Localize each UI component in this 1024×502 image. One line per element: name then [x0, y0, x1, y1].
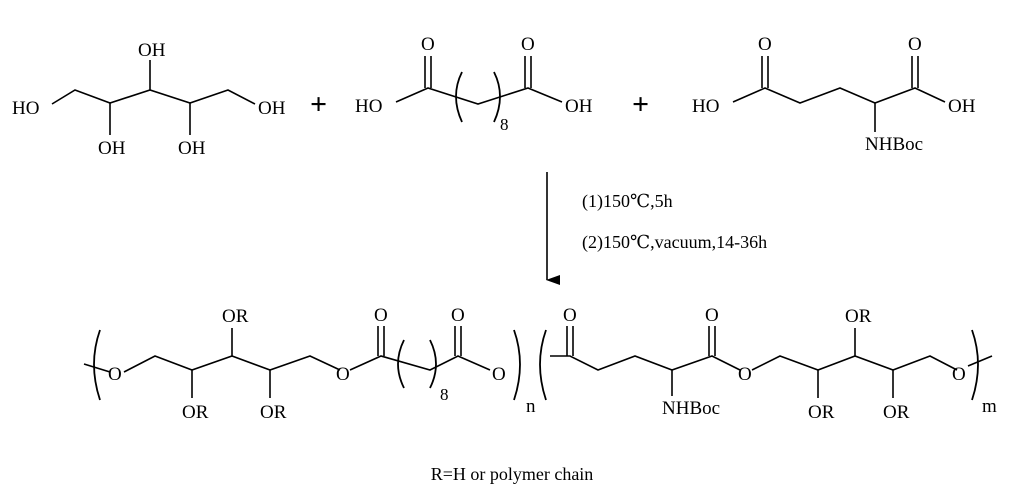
boc-glutamic-acid-structure: O O HO OH NHBoc	[692, 34, 976, 155]
polymer-carbonyl-o-3: O	[563, 305, 577, 326]
polymer-product-structure: O OR OR OR O O O 8 O n O O NHBoc O	[83, 305, 997, 423]
polymer-or-bottom-2: OR	[260, 402, 287, 423]
glutamic-carbonyl-o-2: O	[908, 34, 922, 55]
xylitol-oh-bottom-2: OH	[178, 138, 206, 159]
glutamic-nhboc: NHBoc	[865, 134, 923, 155]
polymer-ester-o-3: O	[738, 364, 752, 385]
polymer-bracket-m-right	[971, 329, 979, 401]
polymer-bracket-outer-left	[93, 329, 101, 401]
xylitol-ho-left: HO	[12, 98, 39, 119]
polymer-sebacate-bracket-left	[397, 339, 405, 389]
polymer-ester-o-2: O	[492, 364, 506, 385]
polymer-sebacate-unit	[349, 355, 491, 371]
xylitol-backbone	[51, 89, 256, 105]
polymer-ester-o-1: O	[336, 364, 350, 385]
polymer-sebacate-bracket-right	[429, 339, 437, 389]
sebacic-carbonyl-o-2: O	[521, 34, 535, 55]
condition-step-1: (1)150℃,5h	[582, 191, 673, 212]
polymer-or-bottom-1: OR	[182, 402, 209, 423]
polymer-ether-o-left: O	[108, 364, 122, 385]
polymer-carbonyl-o-2: O	[451, 305, 465, 326]
polymer-or-bottom-3: OR	[808, 402, 835, 423]
polymer-glutamate-unit	[550, 355, 741, 371]
polymer-or-top-2: OR	[845, 306, 872, 327]
sebacic-right-bracket	[493, 71, 501, 123]
sebacic-ho: HO	[355, 96, 382, 117]
plus-sign-2: +	[632, 88, 649, 121]
condition-step-2: (2)150℃,vacuum,14-36h	[582, 232, 767, 253]
sebacic-carbonyl-o-1: O	[421, 34, 435, 55]
polymer-end-bond-right	[967, 355, 993, 367]
polymer-subscript-n: n	[526, 396, 536, 417]
polymer-ether-o-right: O	[952, 364, 966, 385]
sebacic-oh: OH	[565, 96, 593, 117]
polymer-or-bottom-4: OR	[883, 402, 910, 423]
polymer-xylitol-unit-1	[123, 355, 341, 373]
polymer-or-top-1: OR	[222, 306, 249, 327]
xylitol-oh-top: OH	[138, 40, 166, 61]
sebacic-acid-chain	[395, 87, 563, 105]
glutamic-ho: HO	[692, 96, 719, 117]
plus-sign-1: +	[310, 88, 327, 121]
footnote-r-definition: R=H or polymer chain	[431, 464, 594, 484]
sebacic-left-bracket	[455, 71, 463, 123]
xylitol-oh-right: OH	[258, 98, 286, 119]
polymer-carbonyl-o-4: O	[705, 305, 719, 326]
sebacic-repeat-count: 8	[500, 115, 509, 134]
polymer-bracket-m-left	[539, 329, 547, 401]
polymer-sebacate-repeat-count: 8	[440, 385, 449, 404]
polymer-subscript-m: m	[982, 396, 997, 417]
polymer-xylitol-unit-2	[751, 355, 958, 371]
sebacic-acid-structure: O O HO OH 8	[355, 34, 593, 134]
xylitol-oh-bottom-1: OH	[98, 138, 126, 159]
glutamic-oh: OH	[948, 96, 976, 117]
polymer-nhboc: NHBoc	[662, 398, 720, 419]
xylitol-structure: HO OH OH OH OH	[12, 40, 286, 159]
polymer-bracket-n-right	[513, 329, 521, 401]
polymer-end-bond-left	[83, 363, 111, 373]
glutamic-carbonyl-o-1: O	[758, 34, 772, 55]
polymer-carbonyl-o-1: O	[374, 305, 388, 326]
glutamic-chain	[732, 87, 946, 104]
